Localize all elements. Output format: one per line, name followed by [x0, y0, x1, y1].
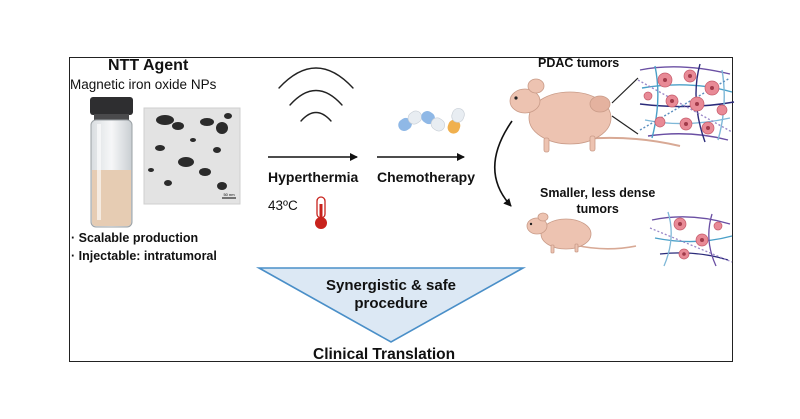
summary-line1: Synergistic & safe — [325, 277, 457, 294]
agent-title: NTT Agent — [108, 57, 189, 74]
scale-bar-label: 50 nm — [223, 192, 235, 197]
summary-text: Synergistic & safe procedure — [262, 277, 520, 313]
thermometer-icon — [315, 196, 327, 229]
micrograph-image: 50 nm — [143, 107, 241, 205]
feature-item-scalable: · Scalable production — [71, 231, 199, 245]
dense-tumor-inset — [637, 63, 735, 143]
inset-connectors — [611, 77, 639, 135]
arrow-treatment-outcome — [494, 120, 513, 207]
heat-waves-icon — [278, 67, 354, 122]
outcome-label-smaller: Smaller, less dense tumors — [540, 185, 655, 217]
mouse-small-icon — [526, 212, 637, 254]
capsule-pills-icon — [398, 108, 465, 134]
summary-triangle — [255, 267, 527, 343]
less-dense-tumor-inset — [649, 211, 733, 267]
summary-line2: procedure — [354, 295, 428, 312]
step-label-hyperthermia: Hyperthermia — [268, 169, 359, 185]
outcome-label-smaller-line2: tumors — [576, 202, 619, 216]
diagram-frame — [69, 57, 733, 362]
temperature-label: 43ºC — [268, 198, 298, 213]
mouse-large-icon — [509, 78, 681, 153]
feature-item-injectable: · Injectable: intratumoral — [71, 249, 217, 263]
outcome-label-smaller-line1: Smaller, less dense — [540, 186, 656, 200]
step-label-chemotherapy: Chemotherapy — [377, 169, 476, 185]
vial-icon — [90, 97, 133, 228]
agent-subtitle: Magnetic iron oxide NPs — [70, 77, 217, 92]
outcome-label-pdac: PDAC tumors — [538, 56, 620, 70]
footer-label: Clinical Translation — [313, 346, 456, 363]
